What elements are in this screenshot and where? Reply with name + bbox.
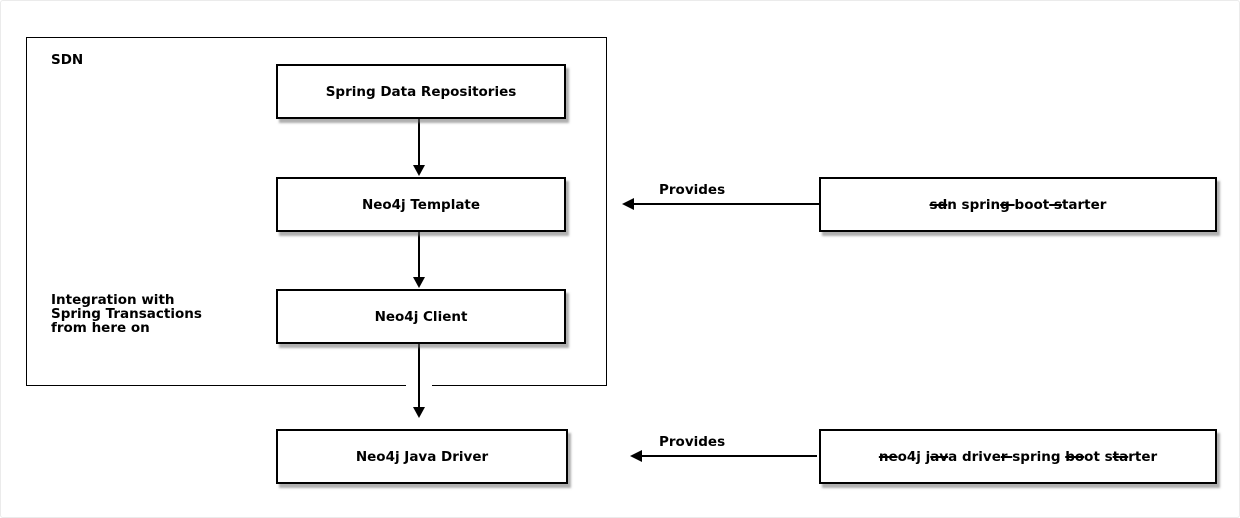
node-neo4j-java-driver: Neo4j Java Driver [276, 429, 568, 484]
node-label: neo4j java driver spring boot starter [878, 448, 1158, 465]
node-label: Neo4j Client [374, 308, 468, 325]
arrow-driver-starter-provides-line [642, 455, 817, 457]
arrowhead-left-icon [622, 198, 634, 210]
node-label: Neo4j Template [361, 196, 481, 213]
arrowhead-down-icon [413, 407, 425, 418]
node-label: Spring Data Repositories [325, 83, 517, 100]
node-label: sdn spring boot starter [929, 196, 1107, 213]
note-line: Integration with [51, 292, 175, 308]
note-line: from here on [51, 320, 150, 336]
sdn-group-frame [26, 37, 607, 386]
arrow-sdn-starter-provides-line [634, 203, 819, 205]
integration-note: Integration with Spring Transactions fro… [51, 293, 202, 335]
sdn-group-label: SDN [51, 52, 84, 68]
arrowhead-down-icon [413, 277, 425, 288]
arrowhead-left-icon [630, 450, 642, 462]
node-neo4j-java-driver-spring-boot-starter: neo4j java driver spring boot starter [819, 429, 1217, 484]
node-neo4j-template: Neo4j Template [276, 177, 566, 232]
node-spring-data-repositories: Spring Data Repositories [276, 64, 566, 119]
provides-label: Provides [659, 434, 726, 450]
arrow-repositories-to-template-line [418, 118, 420, 165]
node-label: Neo4j Java Driver [355, 448, 489, 465]
node-neo4j-client: Neo4j Client [276, 289, 566, 344]
arrowhead-down-icon [413, 165, 425, 176]
note-line: Spring Transactions [51, 306, 202, 322]
node-sdn-spring-boot-starter: sdn spring boot starter [819, 177, 1217, 232]
arrow-template-to-client-line [418, 231, 420, 277]
provides-label: Provides [659, 182, 726, 198]
arrow-client-to-java-driver-line [418, 343, 420, 407]
